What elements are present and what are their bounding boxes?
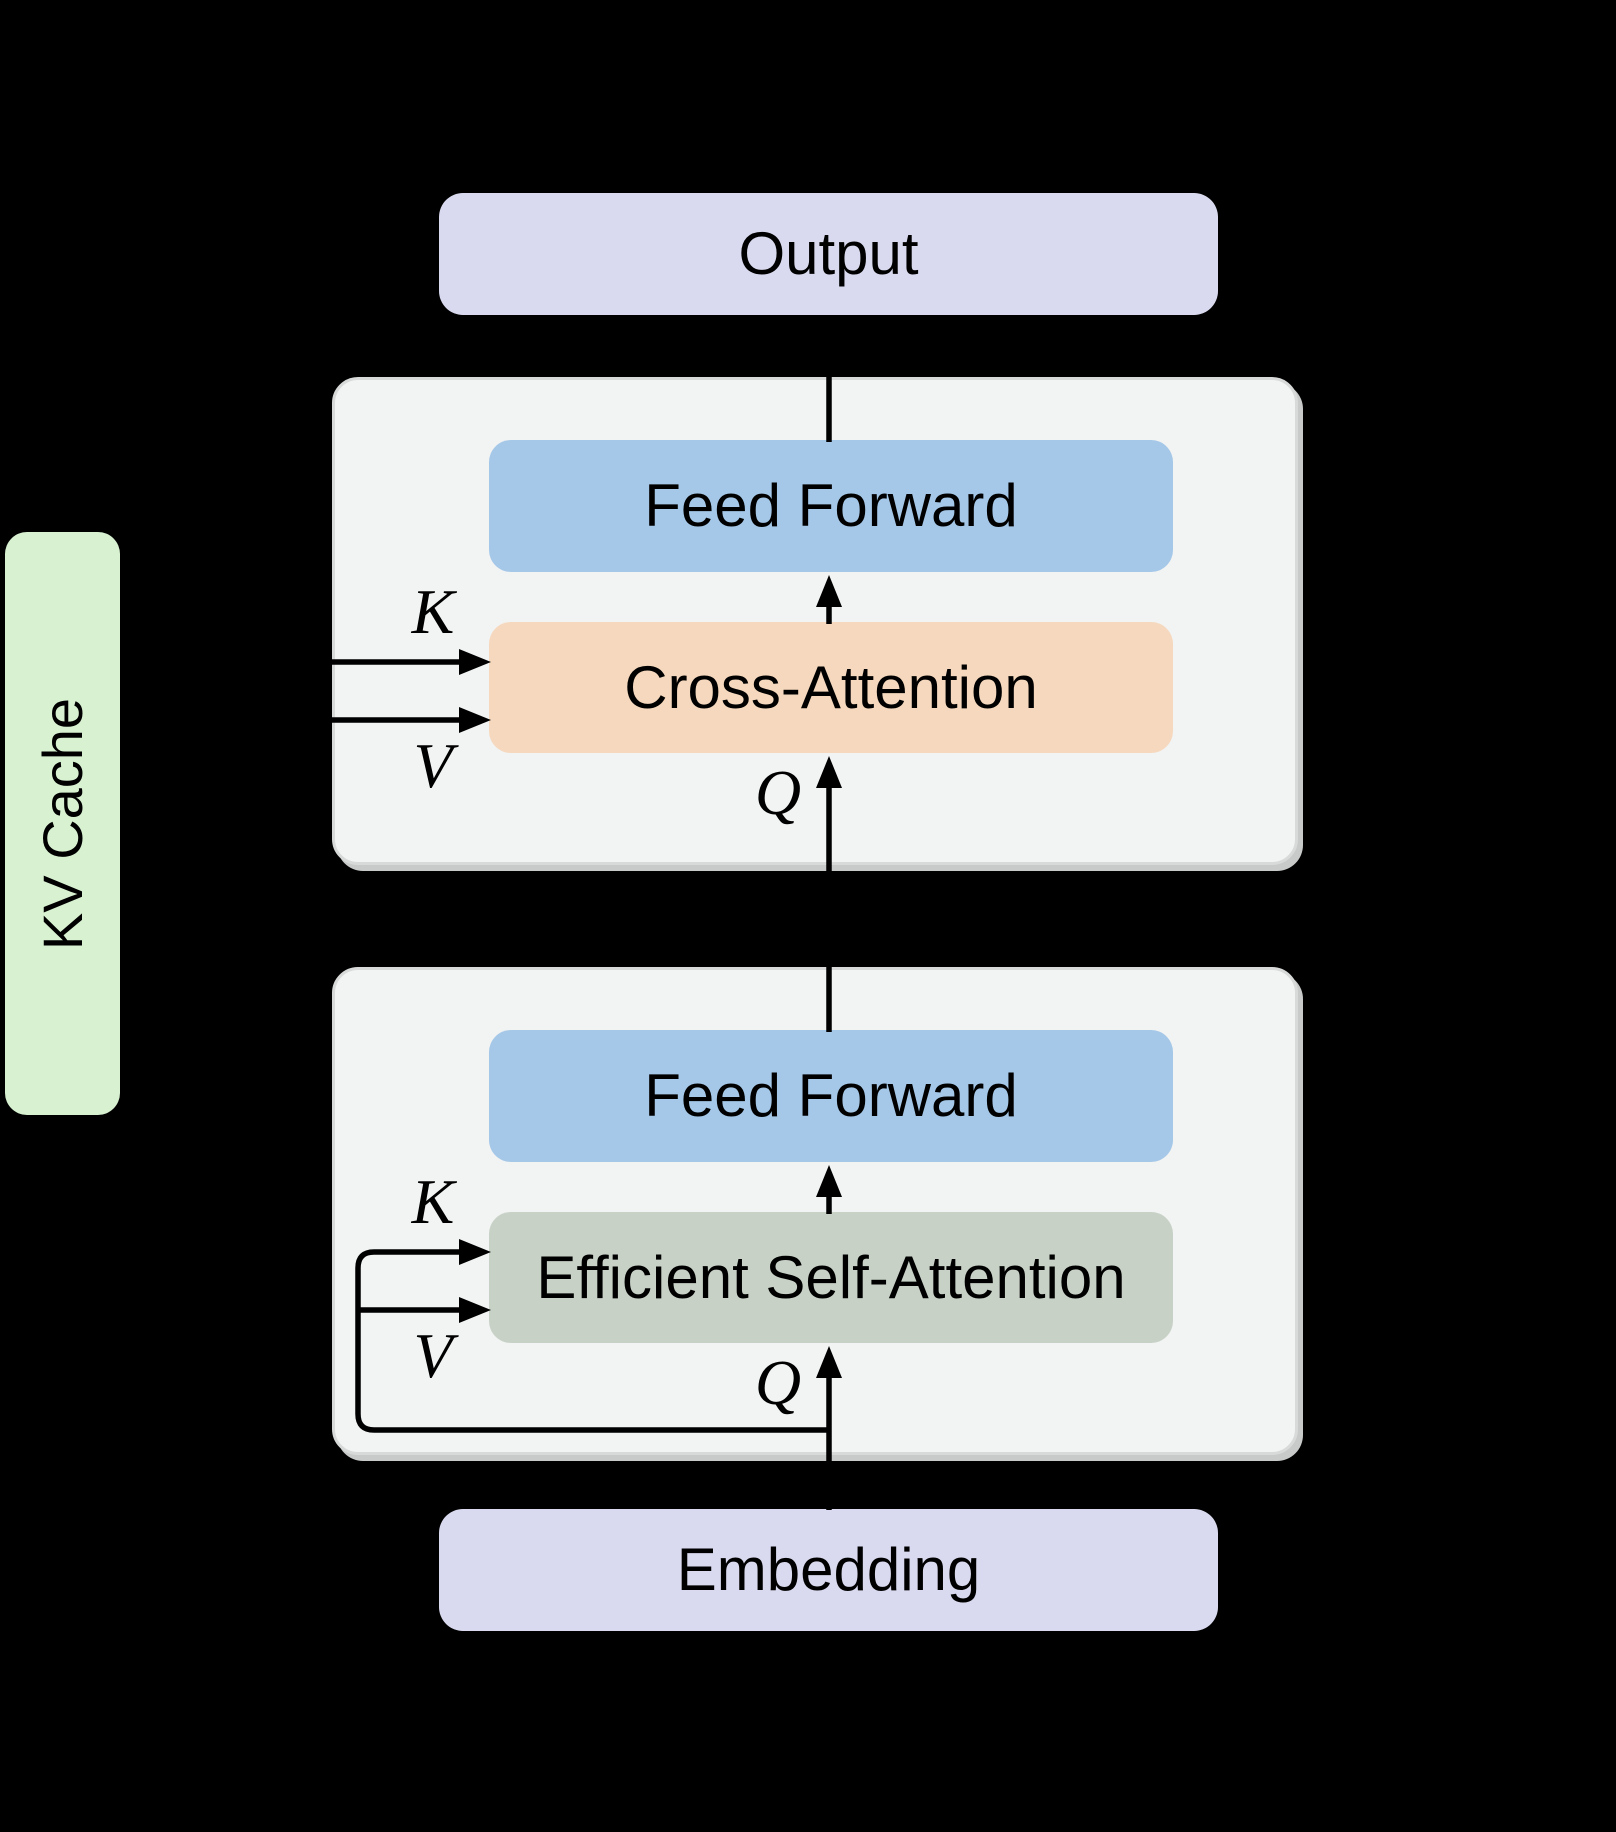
- feed-forward-box-bottom: Feed Forward: [489, 1030, 1173, 1162]
- q-label-top: Q: [754, 757, 802, 828]
- kv-cache-box: KV Cache: [5, 532, 120, 1115]
- arrowhead-q-to-self-attention: [816, 1346, 842, 1378]
- arrowhead-ca-to-ff: [816, 575, 842, 607]
- v-label-top: V: [413, 730, 453, 801]
- arrowhead-v-to-cross-attention: [459, 707, 491, 733]
- output-label: Output: [738, 220, 919, 287]
- arrowhead-k-to-self-attention: [459, 1239, 491, 1265]
- embedding-box: Embedding: [439, 1509, 1218, 1631]
- wire-loop-k-to-self-attention: [355, 1249, 829, 1433]
- q-label-bottom: Q: [754, 1347, 802, 1418]
- cross-attention-box: Cross-Attention: [489, 622, 1173, 753]
- efficient-self-attention-box: Efficient Self-Attention: [489, 1212, 1173, 1343]
- feed-forward-bottom-label: Feed Forward: [644, 1062, 1018, 1129]
- efficient-self-attention-label: Efficient Self-Attention: [536, 1243, 1126, 1311]
- arrowhead-esa-to-ff: [816, 1165, 842, 1197]
- v-label-bottom: V: [413, 1320, 453, 1391]
- k-label-top: K: [411, 576, 455, 647]
- feed-forward-top-label: Feed Forward: [644, 472, 1018, 539]
- arrowhead-k-to-cross-attention: [459, 649, 491, 675]
- arrowhead-q-to-cross-attention: [816, 756, 842, 788]
- output-box: Output: [439, 193, 1218, 315]
- feed-forward-box-top: Feed Forward: [489, 440, 1173, 572]
- arrowhead-v-to-self-attention: [459, 1297, 491, 1323]
- cross-attention-label: Cross-Attention: [624, 653, 1038, 721]
- embedding-label: Embedding: [676, 1536, 981, 1603]
- k-label-bottom: K: [411, 1166, 455, 1237]
